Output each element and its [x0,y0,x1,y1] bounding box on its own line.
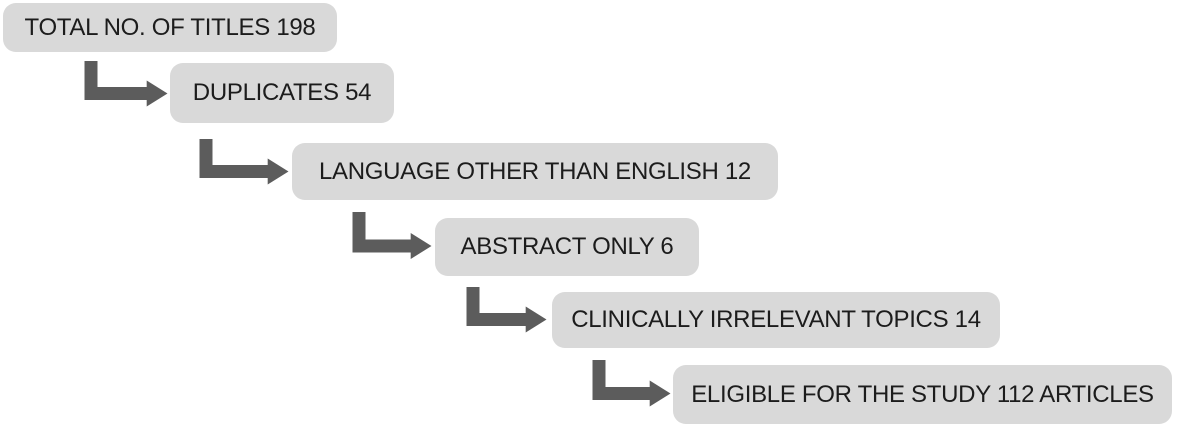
flow-node-label: ELIGIBLE FOR THE STUDY 112 ARTICLES [691,380,1154,408]
flow-node-label: ABSTRACT ONLY 6 [460,233,674,260]
flow-node-abstract-only: ABSTRACT ONLY 6 [435,218,699,276]
elbow-arrow-icon [466,287,547,333]
elbow-arrow-icon [592,360,671,407]
elbow-arrow-icon [199,139,289,185]
flow-node-clinically-irrelevant-topics: CLINICALLY IRRELEVANT TOPICS 14 [552,292,1000,348]
flow-node-label: LANGUAGE OTHER THAN ENGLISH 12 [318,157,751,185]
flow-node-duplicates: DUPLICATES 54 [170,63,394,123]
flow-node-eligible-for-study: ELIGIBLE FOR THE STUDY 112 ARTICLES [673,365,1172,424]
flow-node-language-other-than-english: LANGUAGE OTHER THAN ENGLISH 12 [292,143,778,200]
elbow-arrow-icon [352,212,432,259]
flow-node-label: DUPLICATES 54 [192,79,372,106]
flow-node-label: TOTAL NO. OF TITLES 198 [24,13,316,41]
elbow-arrow-icon [84,61,168,107]
flow-node-total-titles: TOTAL NO. OF TITLES 198 [3,3,337,52]
flow-node-label: CLINICALLY IRRELEVANT TOPICS 14 [571,306,981,333]
